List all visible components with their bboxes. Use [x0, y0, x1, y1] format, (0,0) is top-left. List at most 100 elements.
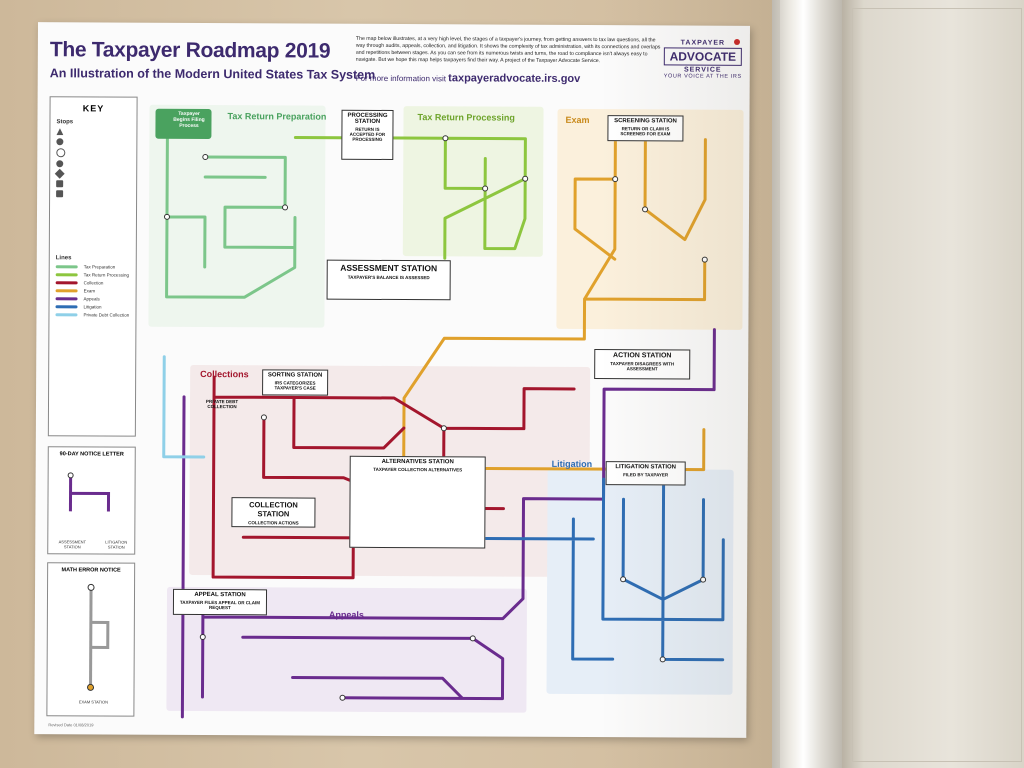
appeal-station-name: APPEAL STATION: [194, 591, 246, 599]
key-title: KEY: [82, 103, 105, 114]
line-label: Exam: [83, 288, 96, 294]
more-info-url: taxpayeradvocate.irs.gov: [448, 72, 581, 85]
region-label-exam: Exam: [565, 114, 590, 126]
line-swatch: [55, 273, 78, 277]
private-debt-station-name: PRIVATE DEBT COLLECTION: [205, 399, 239, 410]
processing-station-sub: RETURN IS ACCEPTED FOR PROCESSING: [349, 126, 386, 142]
circle-icon: [56, 148, 66, 158]
appeal-station-sub: TAXPAYER FILES APPEAL OR CLAIM REQUEST: [179, 599, 261, 611]
dice-icon: [56, 190, 64, 198]
square-icon: [56, 180, 64, 188]
start-station-name: Taxpayer Begins Filing Process: [173, 110, 205, 129]
line-swatch: [55, 305, 78, 309]
key-stop: [56, 148, 130, 158]
collection-station-sub: COLLECTION ACTIONS: [248, 520, 299, 526]
action-station-name: ACTION STATION: [613, 352, 672, 360]
line-swatch: [55, 289, 78, 293]
exam-line: [402, 137, 707, 472]
key-stop: [56, 138, 130, 146]
region-label-processing: Tax Return Processing: [417, 112, 515, 123]
collection-station: COLLECTION STATION COLLECTION ACTIONS: [231, 497, 316, 528]
processing-station-name: PROCESSING STATION: [347, 112, 388, 125]
circle-icon: [56, 138, 64, 146]
logo-line1: TAXPAYER: [680, 39, 726, 47]
line-swatch: [55, 313, 78, 317]
appeals-line: [180, 328, 716, 719]
notice-box-diagram: [67, 472, 111, 512]
region-label-appeals: Appeals: [328, 609, 364, 620]
assessment-station-name: ASSESSMENT STATION: [340, 262, 438, 274]
key-stop: [56, 128, 130, 135]
key-stop: [54, 168, 130, 179]
action-station-sub: TAXPAYER DISAGREES WITH ASSESSMENT: [610, 361, 675, 372]
line-swatch: [55, 281, 78, 285]
key-stop: [56, 190, 130, 198]
sorting-station-sub: IRS CATEGORIZES TAXPAYER'S CASE: [274, 380, 316, 391]
screening-station: SCREENING STATION RETURN OR CLAIM IS SCR…: [607, 115, 684, 142]
alternatives-station-sub: TAXPAYER COLLECTION ALTERNATIVES: [373, 466, 463, 473]
litigation-station-name: LITIGATION STATION: [615, 464, 677, 471]
litigation-station: LITIGATION STATION FILED BY TAXPAYER: [605, 461, 686, 486]
key-line-item: Collection: [55, 280, 130, 286]
key-line-item: Tax Return Processing: [55, 272, 130, 278]
poster-title: The Taxpayer Roadmap 2019: [49, 38, 331, 63]
more-info-label: For more information visit: [355, 73, 446, 84]
line-label: Appeals: [83, 296, 100, 302]
private-debt-station: PRIVATE DEBT COLLECTION: [200, 397, 244, 413]
line-swatch: [55, 297, 78, 301]
assessment-station-sub: TAXPAYER'S BALANCE IS ASSESSED: [347, 274, 430, 281]
math-box-station: EXAM STATION: [78, 699, 109, 705]
math-box-diagram: [87, 583, 110, 691]
key-lines-label: Lines: [55, 255, 72, 262]
tas-logo: TAXPAYER ADVOCATE SERVICE YOUR VOICE AT …: [660, 39, 746, 80]
assessment-station: ASSESSMENT STATION TAXPAYER'S BALANCE IS…: [326, 259, 451, 301]
warning-icon: [56, 128, 63, 135]
key-line-item: Private Debt Collection: [55, 312, 130, 318]
poster-intro: The map below illustrates, at a very hig…: [355, 35, 661, 65]
poster-subtitle: An Illustration of the Modern United Sta…: [49, 66, 376, 82]
line-label: Private Debt Collection: [83, 312, 130, 318]
collection-station-name: COLLECTION STATION: [249, 500, 298, 519]
processing-line: [293, 135, 527, 260]
action-station: ACTION STATION TAXPAYER DISAGREES WITH A…: [594, 349, 691, 380]
notice-box-title: 90-DAY NOTICE LETTER: [59, 451, 124, 458]
math-error-box: MATH ERROR NOTICE EXAM STATION: [46, 562, 136, 717]
region-label-tax-prep: Tax Return Preparation: [227, 111, 327, 122]
key-line-item: Appeals: [55, 296, 130, 302]
private-debt-line: [162, 355, 206, 459]
route-lines: [162, 135, 725, 719]
diamond-icon: [54, 168, 65, 179]
gear-icon: [56, 160, 64, 168]
line-label: Litigation: [83, 304, 102, 310]
processing-station: PROCESSING STATION RETURN IS ACCEPTED FO…: [341, 109, 394, 160]
line-swatch: [55, 265, 78, 269]
key-stops-label: Stops: [56, 119, 74, 126]
line-label: Tax Return Processing: [83, 272, 129, 278]
notice-box-station-b: LITIGATION STATION: [105, 539, 128, 550]
logo-tagline: YOUR VOICE AT THE IRS: [663, 73, 742, 80]
footer-revision: Revised Date 01/08/2019: [48, 722, 94, 728]
line-label: Collection: [83, 280, 104, 286]
litigation-station-sub: FILED BY TAXPAYER: [623, 472, 669, 478]
logo-line2: ADVOCATE: [663, 47, 742, 66]
door-frame: [772, 0, 842, 768]
sorting-station-name: SORTING STATION: [267, 372, 323, 379]
key-stop: [56, 160, 130, 168]
start-station: Taxpayer Begins Filing Process: [155, 108, 212, 140]
pushpin: [734, 39, 740, 45]
key-line-item: Exam: [55, 288, 130, 294]
region-label-collections: Collections: [200, 368, 249, 380]
key-line-item: Litigation: [55, 304, 130, 310]
notice-box-station-a: ASSESSMENT STATION: [58, 539, 86, 550]
key-line-item: Tax Preparation: [55, 264, 130, 270]
key-stop: [56, 180, 130, 188]
math-box-title: MATH ERROR NOTICE: [61, 567, 121, 574]
region-label-litigation: Litigation: [551, 458, 593, 470]
roadmap: Tax Return Preparation Tax Return Proces…: [142, 97, 744, 730]
screening-station-sub: RETURN OR CLAIM IS SCREENED FOR EXAM: [620, 126, 671, 137]
alternatives-station: ALTERNATIVES STATION TAXPAYER COLLECTION…: [349, 455, 486, 549]
appeal-station: APPEAL STATION TAXPAYER FILES APPEAL OR …: [172, 588, 268, 616]
line-label: Tax Preparation: [83, 264, 116, 270]
